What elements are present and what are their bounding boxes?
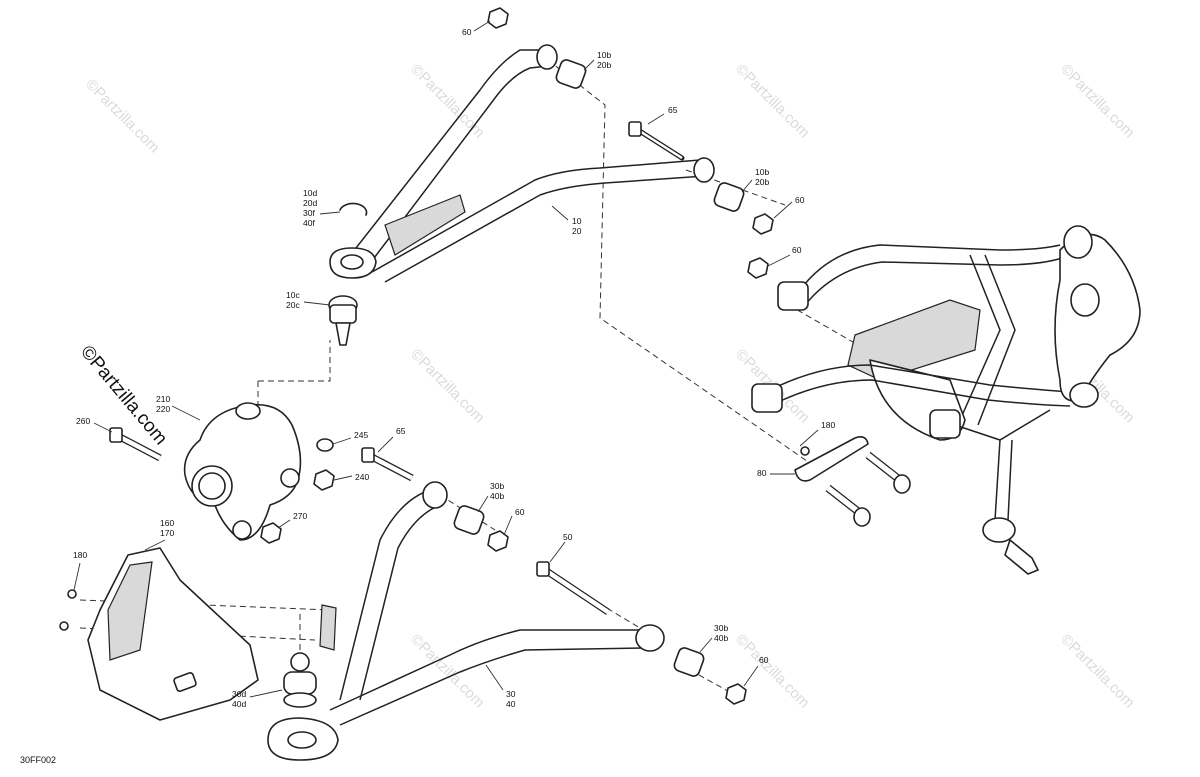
lower-nut-top bbox=[487, 530, 509, 552]
callout-nut-60: 60 bbox=[795, 195, 805, 205]
callout-bushing-40b: 40b bbox=[490, 491, 504, 501]
nut-240 bbox=[313, 469, 335, 491]
callout-labels: 60 10b 20b 65 10b 20b 60 10 20 10d 20d 3… bbox=[73, 27, 835, 709]
watermark-group: ©Partzilla.com ©Partzilla.com ©Partzilla… bbox=[82, 61, 1138, 712]
callout-bushing-20b: 20b bbox=[755, 177, 769, 187]
callout-bushing-20b: 20b bbox=[597, 60, 611, 70]
callout-arm-10: 10 bbox=[572, 216, 582, 226]
bolt-65-lower bbox=[361, 447, 414, 482]
bolt-top bbox=[628, 121, 685, 161]
callout-guard-160: 160 bbox=[160, 518, 174, 528]
assembled-suspension bbox=[747, 225, 1141, 575]
bolt-260 bbox=[109, 427, 162, 462]
callout-nut-60: 60 bbox=[515, 507, 525, 517]
bumper-plate bbox=[794, 436, 869, 482]
callout-circlip-30f: 30f bbox=[303, 208, 315, 218]
lower-nut-right bbox=[725, 683, 747, 705]
callout-ball-joint-30d: 30d bbox=[232, 689, 246, 699]
nut-270 bbox=[260, 522, 282, 544]
callout-bushing-30b: 30b bbox=[714, 623, 728, 633]
callout-washer-245: 245 bbox=[354, 430, 368, 440]
skid-guard bbox=[87, 547, 259, 721]
callout-bolt-65: 65 bbox=[668, 105, 678, 115]
callout-knuckle-220: 220 bbox=[156, 404, 170, 414]
callout-bushing-30b: 30b bbox=[490, 481, 504, 491]
callout-ball-joint-20c: 20c bbox=[286, 300, 300, 310]
callout-nut-60: 60 bbox=[759, 655, 769, 665]
lower-a-arm bbox=[267, 481, 665, 761]
watermark: ©Partzilla.com bbox=[82, 76, 163, 157]
callout-arm-40: 40 bbox=[506, 699, 516, 709]
upper-ball-joint bbox=[328, 295, 358, 346]
callout-bolt-260: 260 bbox=[76, 416, 90, 426]
callout-bolt-65: 65 bbox=[396, 426, 406, 436]
circlip bbox=[339, 202, 368, 216]
callout-bushing-10b: 10b bbox=[755, 167, 769, 177]
callout-circlip-20d: 20d bbox=[303, 198, 317, 208]
callout-nut-60: 60 bbox=[792, 245, 802, 255]
callout-arm-20: 20 bbox=[572, 226, 582, 236]
callout-nut-240: 240 bbox=[355, 472, 369, 482]
callout-circlip-40f: 40f bbox=[303, 218, 315, 228]
watermark: ©Partzilla.com bbox=[407, 346, 488, 427]
callout-screw-180: 180 bbox=[821, 420, 835, 430]
callout-plate-80: 80 bbox=[757, 468, 767, 478]
callout-bushing-10b: 10b bbox=[597, 50, 611, 60]
watermark: ©Partzilla.com bbox=[407, 61, 488, 142]
callout-bushing-40b: 40b bbox=[714, 633, 728, 643]
upper-nut bbox=[487, 7, 509, 29]
callout-ball-joint-40d: 40d bbox=[232, 699, 246, 709]
screw-180-b bbox=[59, 621, 69, 631]
diagram-code: 30FF002 bbox=[20, 755, 56, 765]
callout-screw-180: 180 bbox=[73, 550, 87, 560]
callout-knuckle-210: 210 bbox=[156, 394, 170, 404]
watermark: ©Partzilla.com bbox=[407, 631, 488, 712]
upper-bushing bbox=[555, 59, 587, 89]
screw-180-a bbox=[67, 589, 77, 599]
washer-245 bbox=[316, 438, 334, 452]
steering-knuckle bbox=[183, 402, 302, 541]
right-nut bbox=[752, 213, 774, 235]
lower-bushing-right bbox=[673, 647, 705, 677]
callout-ball-joint-10c: 10c bbox=[286, 290, 300, 300]
watermark: ©Partzilla.com bbox=[732, 61, 813, 142]
lower-ball-joint bbox=[283, 652, 317, 708]
callout-bolt-50: 50 bbox=[563, 532, 573, 542]
bolt-50 bbox=[536, 561, 610, 615]
callout-arm-30: 30 bbox=[506, 689, 516, 699]
right-bushing bbox=[713, 182, 745, 212]
upper-a-arm bbox=[329, 44, 715, 283]
plate-bolts bbox=[825, 451, 911, 527]
watermark: ©Partzilla.com bbox=[1057, 61, 1138, 142]
callout-nut-60: 60 bbox=[462, 27, 472, 37]
leader-lines bbox=[73, 20, 819, 698]
lower-bushing-top bbox=[453, 505, 485, 535]
callout-guard-170: 170 bbox=[160, 528, 174, 538]
callout-nut-270: 270 bbox=[293, 511, 307, 521]
watermark: ©Partzilla.com bbox=[1057, 631, 1138, 712]
callout-circlip-10d: 10d bbox=[303, 188, 317, 198]
